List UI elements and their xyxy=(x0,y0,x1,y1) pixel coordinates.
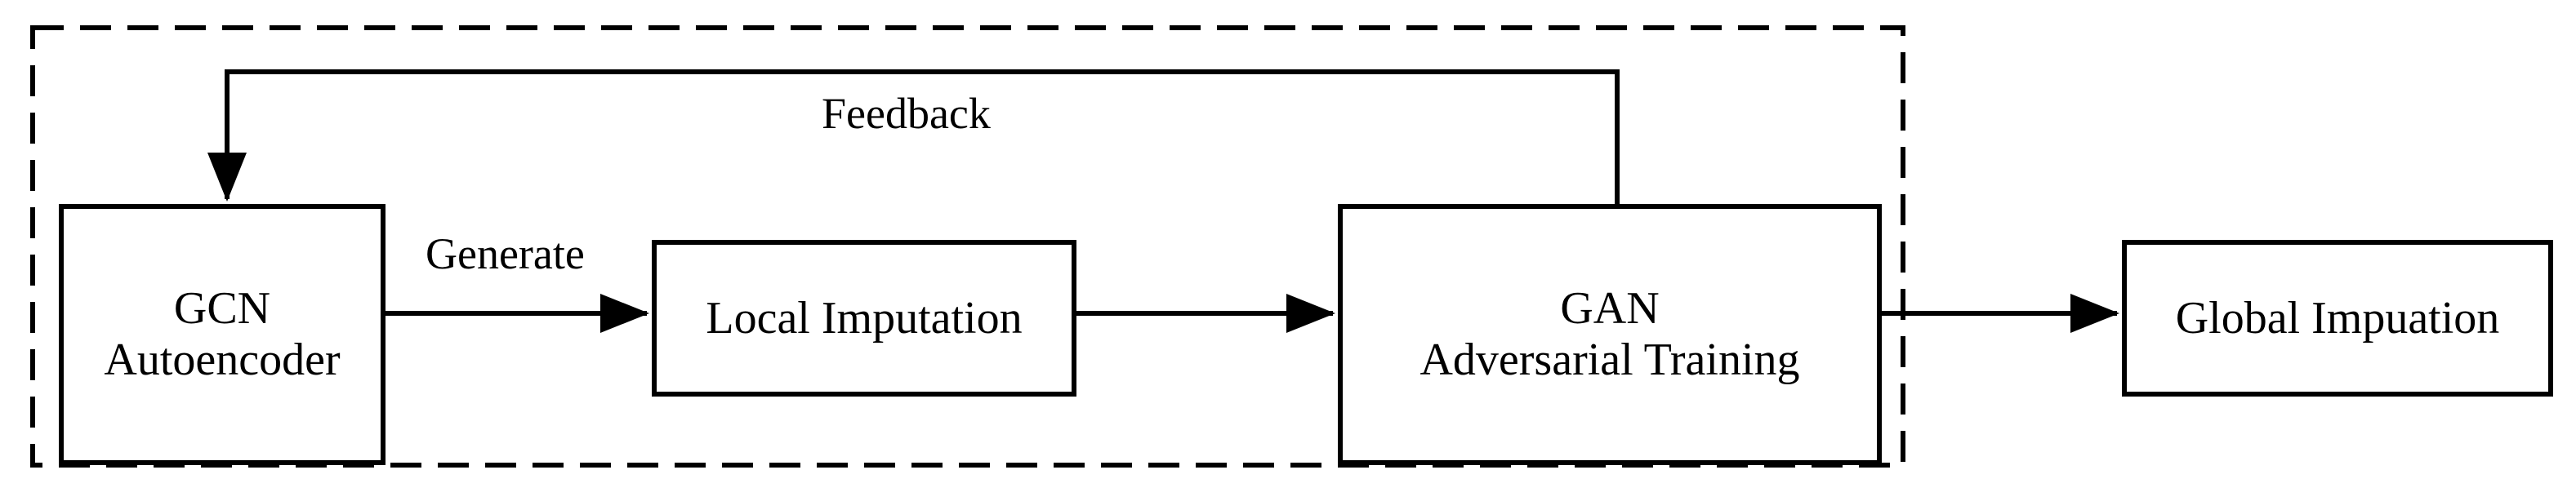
feedback-label: Feedback xyxy=(822,89,991,138)
gcn-autoencoder-box: GCN Autoencoder xyxy=(59,204,386,465)
dashed-frame xyxy=(30,25,1905,468)
global-imputation-label: Global Impuation xyxy=(2175,292,2500,344)
gan-adversarial-training-box: GAN Adversarial Training xyxy=(1338,204,1882,465)
local-imputation-box: Local Imputation xyxy=(652,240,1076,397)
gan-box-title: GAN xyxy=(1560,283,1660,335)
local-imputation-label: Local Imputation xyxy=(706,292,1023,344)
gan-box-subtitle: Adversarial Training xyxy=(1419,335,1800,385)
feedback-arrow xyxy=(207,69,1620,204)
gcn-box-subtitle: Autoencoder xyxy=(104,335,341,385)
gcn-box-title: GCN xyxy=(173,283,271,335)
global-imputation-box: Global Impuation xyxy=(2122,240,2553,397)
generate-label: Generate xyxy=(426,229,585,278)
